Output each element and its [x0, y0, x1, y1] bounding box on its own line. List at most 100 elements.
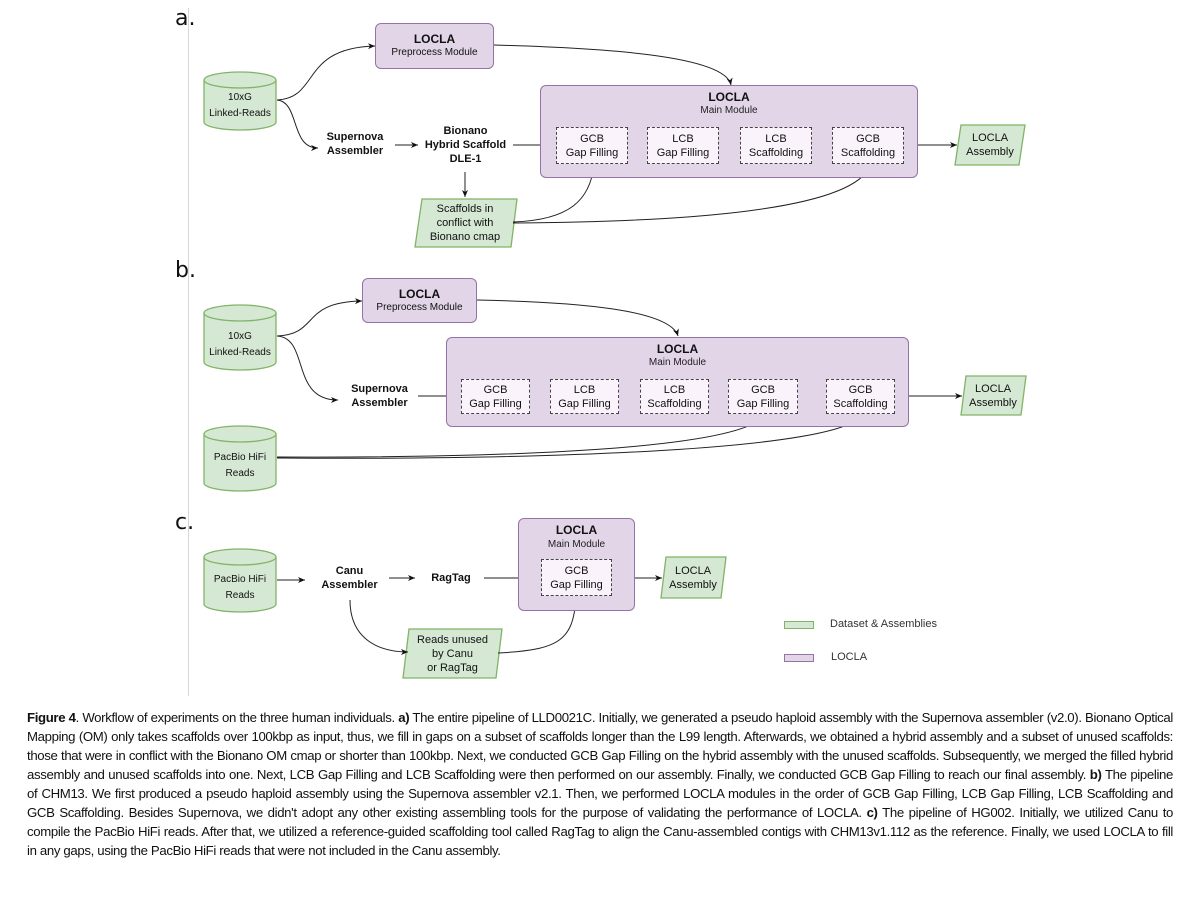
supernova-assembler-b: Supernova Assembler	[342, 382, 417, 410]
cylinder-a-10xg	[203, 71, 277, 131]
ragtag-c-line1: RagTag	[431, 572, 471, 584]
output-c-locla-assembly: LOCLA Assembly	[663, 557, 723, 598]
step-b-2: LCB Gap Filling	[550, 379, 619, 414]
parallelogram-a-conflict	[414, 198, 518, 248]
step-b-1: GCB Gap Filling	[461, 379, 530, 414]
preprocess-a-title: LOCLA	[413, 32, 456, 46]
parallelogram-c-unused	[402, 628, 503, 679]
main-a-title: LOCLA	[708, 90, 750, 104]
input-b1-line2: Linked-Reads	[209, 347, 271, 358]
preprocess-b-subtitle: Preprocess Module	[376, 301, 463, 313]
unused-c-line3: or RagTag	[427, 661, 478, 674]
caption-c-label: c)	[866, 805, 878, 820]
ragtag-c: RagTag	[420, 571, 482, 585]
conflict-a-line2: conflict with	[436, 217, 494, 229]
step-a-2: LCB Gap Filling	[647, 127, 719, 164]
step-a-1-line1: GCB	[580, 132, 604, 145]
edge-b-input-preprocess	[276, 298, 363, 337]
output-b-locla-assembly: LOCLA Assembly	[962, 376, 1024, 415]
step-a-1-line2: Gap Filling	[565, 146, 619, 159]
step-a-4-line1: GCB	[856, 132, 880, 145]
conflict-a-line3: Bionano cmap	[429, 231, 501, 243]
step-b-3-line1: LCB	[663, 383, 686, 396]
parallelogram-a-output	[954, 124, 1026, 166]
output-c-line1: LOCLA	[674, 564, 712, 577]
step-c-1-line1: GCB	[564, 564, 589, 577]
caption-b-text: The pipeline of CHM13. We first produced…	[27, 767, 1173, 820]
step-b-2-line1: LCB	[573, 383, 596, 396]
output-c-line2: Assembly	[669, 578, 717, 591]
supernova-a-line1: Supernova	[326, 131, 384, 143]
canu-assembler-c: Canu Assembler	[312, 564, 387, 592]
main-b-title: LOCLA	[656, 342, 699, 356]
step-a-4: GCB Scaffolding	[832, 127, 904, 164]
step-a-2-line2: Gap Filling	[656, 146, 710, 159]
supernova-a-line2: Assembler	[326, 145, 384, 157]
canu-c-line1: Canu	[335, 565, 364, 577]
input-c-line2: Reads	[225, 590, 255, 601]
step-b-4: GCB Gap Filling	[728, 379, 798, 414]
input-a-10xg-label: 10xG Linked-Reads	[204, 90, 276, 122]
preprocess-module-b: LOCLA Preprocess Module	[362, 278, 477, 323]
cylinder-b-pacbio	[203, 425, 277, 492]
unused-c-line1: Reads unused	[417, 633, 488, 646]
edge-a-input-preprocess	[276, 43, 376, 101]
main-c-subtitle: Main Module	[547, 539, 606, 550]
parallelogram-b-output	[960, 375, 1027, 416]
main-a-subtitle: Main Module	[700, 105, 758, 116]
figure-caption: Figure 4. Workflow of experiments on the…	[27, 708, 1173, 860]
unused-reads-c: Reads unused by Canu or RagTag	[405, 629, 500, 678]
edge-a-conflict-step4	[512, 165, 871, 224]
caption-a-text: The entire pipeline of LLD0021C. Initial…	[27, 710, 1173, 782]
step-b-4-line1: GCB	[751, 383, 775, 396]
legend-label-locla: LOCLA	[831, 651, 868, 663]
output-a-locla-assembly: LOCLA Assembly	[958, 125, 1022, 165]
preprocess-module-a: LOCLA Preprocess Module	[375, 23, 494, 69]
step-c-1-line2: Gap Filling	[550, 578, 603, 591]
preprocess-a-subtitle: Preprocess Module	[391, 47, 478, 58]
input-b-10xg-label: 10xG Linked-Reads	[204, 329, 276, 361]
output-b-line1: LOCLA	[974, 382, 1012, 395]
input-c-pacbio-label: PacBio HiFi Reads	[204, 572, 276, 604]
legend-label-dataset: Dataset & Assemblies	[830, 618, 937, 630]
caption-figure-label: Figure 4	[27, 710, 76, 725]
step-a-1: GCB Gap Filling	[556, 127, 628, 164]
step-b-4-line2: Gap Filling	[736, 397, 790, 410]
edge-b-input-supernova	[276, 335, 339, 403]
cylinder-c-pacbio	[203, 548, 277, 613]
workflow-figure: a. 10xG Linked-Reads LOCLA Preprocess Mo…	[175, 6, 1027, 696]
caption-a-label: a)	[398, 710, 410, 725]
conflict-a-line1: Scaffolds in	[436, 203, 494, 215]
legend-swatch-locla	[784, 654, 814, 662]
edge-b-preprocess-main	[476, 299, 679, 337]
step-b-2-line2: Gap Filling	[558, 397, 611, 410]
panel-label-b: b.	[175, 258, 196, 283]
step-a-3: LCB Scaffolding	[740, 127, 812, 164]
edge-b-pacbio-step5	[276, 414, 863, 459]
input-b1-line1: 10xG	[228, 331, 252, 342]
input-b-pacbio-label: PacBio HiFi Reads	[204, 450, 276, 482]
main-b-subtitle: Main Module	[648, 357, 707, 368]
step-a-2-line1: LCB	[672, 132, 694, 145]
panel-label-c: c.	[175, 510, 195, 535]
main-c-title: LOCLA	[555, 523, 598, 537]
input-a-line2: Linked-Reads	[209, 108, 271, 119]
legend-swatch-dataset	[784, 621, 814, 629]
panel-divider-line	[188, 8, 189, 696]
input-a-line1: 10xG	[228, 92, 252, 103]
bionano-a-line1: Bionano	[443, 125, 488, 137]
step-b-1-line2: Gap Filling	[469, 397, 522, 410]
caption-c-text: The pipeline of HG002. Initially, we uti…	[27, 805, 1173, 858]
step-a-3-line1: LCB	[765, 132, 787, 145]
bionano-hybrid-scaffold-a: Bionano Hybrid Scaffold DLE-1	[418, 124, 513, 166]
step-a-4-line2: Scaffolding	[840, 146, 896, 159]
bionano-a-line2: Hybrid Scaffold	[424, 139, 507, 151]
unused-c-line2: by Canu	[432, 647, 473, 660]
step-b-5: GCB Scaffolding	[826, 379, 895, 414]
output-b-line2: Assembly	[969, 396, 1017, 409]
supernova-b-line2: Assembler	[351, 397, 408, 409]
cylinder-b-10xg	[203, 304, 277, 371]
caption-b-label: b)	[1089, 767, 1102, 782]
step-c-1: GCB Gap Filling	[541, 559, 612, 596]
canu-c-line2: Assembler	[321, 579, 378, 591]
